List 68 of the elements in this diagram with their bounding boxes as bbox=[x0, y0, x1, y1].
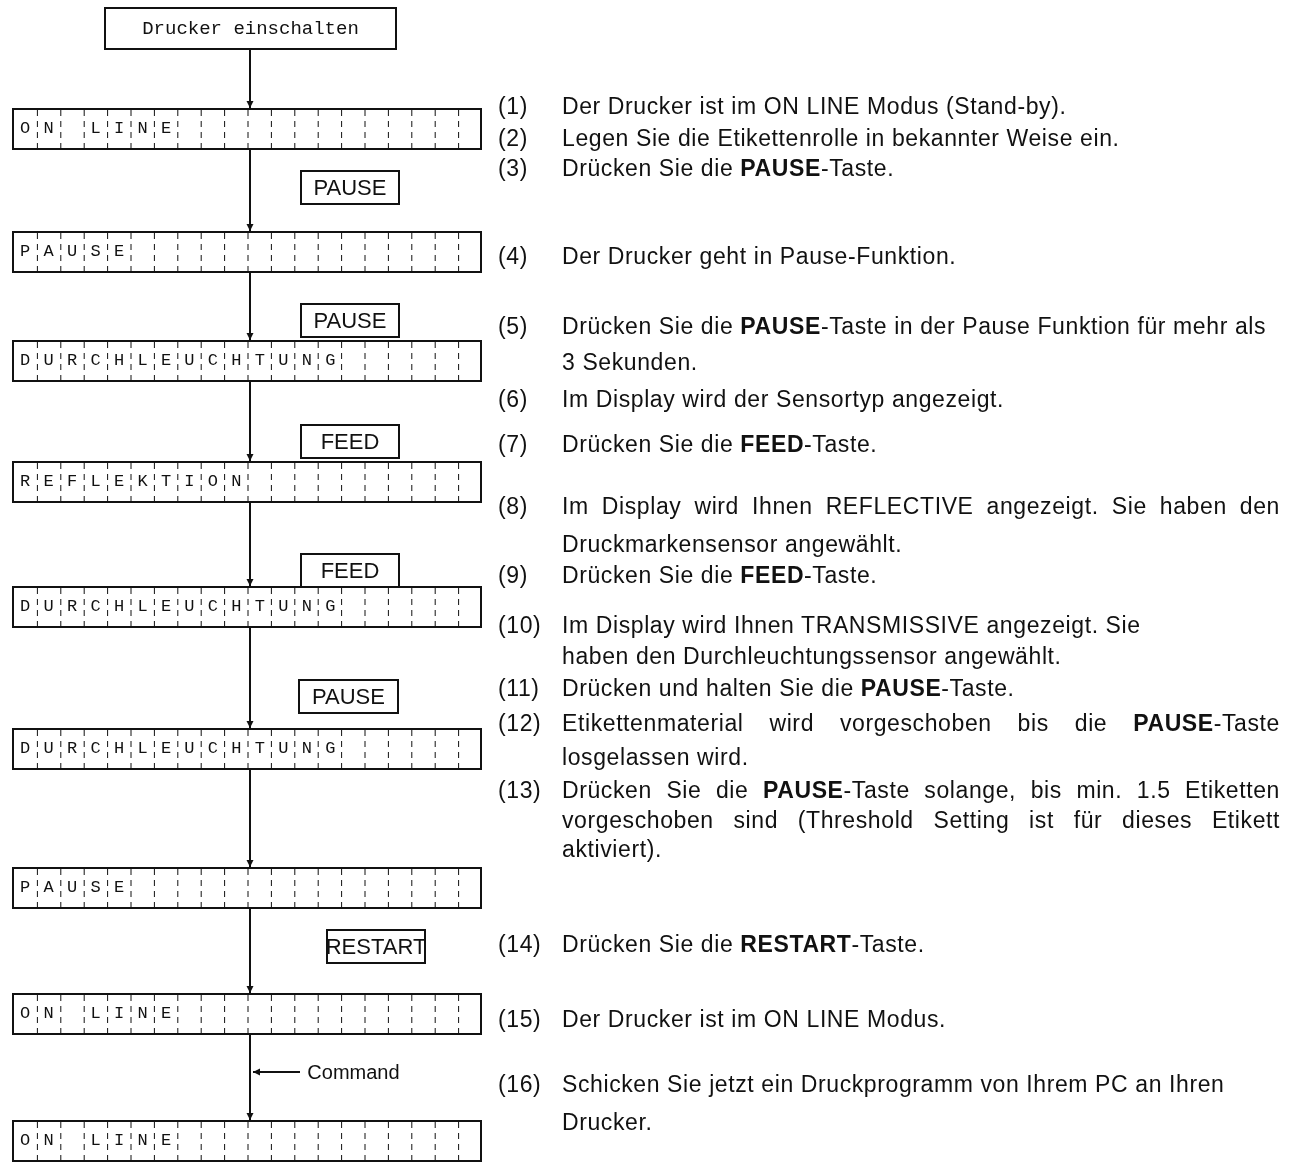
step-text: Drücken Sie die PAUSE-Taste in der Pause Funktion für mehr als 3 Sekunden. bbox=[562, 312, 1268, 377]
display-text: DURCHLEUCHTUNG bbox=[20, 597, 349, 617]
step-text: Etikettenmaterial wird vorgeschoben bis die PAUSE-Taste losgelassen wird. bbox=[562, 709, 1280, 772]
lcd-display bbox=[12, 340, 482, 382]
step-text: Drücken Sie die PAUSE-Taste. bbox=[562, 154, 896, 183]
arrow bbox=[246, 381, 254, 462]
key-button: RESTART bbox=[326, 929, 426, 964]
step-number: (9) bbox=[498, 561, 528, 590]
arrow bbox=[246, 49, 254, 109]
step-number: (1) bbox=[498, 92, 528, 121]
lcd-display bbox=[12, 728, 482, 770]
arrow bbox=[246, 272, 254, 341]
step-number: (2) bbox=[498, 124, 528, 153]
display-text: ON LINE bbox=[20, 1131, 185, 1151]
step-number: (16) bbox=[498, 1070, 542, 1099]
step-number: (14) bbox=[498, 930, 542, 959]
display-text: DURCHLEUCHTUNG bbox=[20, 739, 349, 759]
step-text: Drücken Sie die FEED-Taste. bbox=[562, 430, 879, 459]
arrow bbox=[246, 908, 254, 994]
display-text: PAUSE bbox=[20, 878, 138, 898]
step-number: (6) bbox=[498, 385, 528, 414]
key-button: PAUSE bbox=[298, 679, 399, 714]
key-button: FEED bbox=[300, 424, 400, 459]
step-text: Legen Sie die Etikettenrolle in bekannter Weise ein. bbox=[562, 124, 1121, 153]
lcd-display bbox=[12, 993, 482, 1035]
key-button: PAUSE bbox=[300, 170, 400, 205]
key-button: PAUSE bbox=[300, 303, 400, 338]
step-text: Der Drucker geht in Pause-Funktion. bbox=[562, 242, 958, 271]
step-number: (12) bbox=[498, 709, 542, 738]
step-number: (15) bbox=[498, 1005, 542, 1034]
display-text: ON LINE bbox=[20, 119, 185, 139]
step-text: Im Display wird der Sensortyp angezeigt. bbox=[562, 385, 1006, 414]
step-text: Drücken Sie die FEED-Taste. bbox=[562, 561, 879, 590]
step-text: Schicken Sie jetzt ein Druckprogramm von Ihrem PC an Ihren Drucker. bbox=[562, 1070, 1226, 1137]
arrow bbox=[246, 627, 254, 729]
lcd-display bbox=[12, 461, 482, 503]
step-text: Der Drucker ist im ON LINE Modus (Stand-by). bbox=[562, 92, 1068, 121]
arrow bbox=[246, 769, 254, 868]
step-number: (5) bbox=[498, 312, 528, 341]
step-text: Drücken Sie die RESTART-Taste. bbox=[562, 930, 926, 959]
step-text: Der Drucker ist im ON LINE Modus. bbox=[562, 1005, 948, 1034]
step-text: Drücken Sie die PAUSE-Taste solange, bis min. 1.5 Etiketten vorgeschoben sind (Threshold Setting ist für dieses Etikett aktiviert). bbox=[562, 776, 1280, 864]
lcd-display bbox=[12, 867, 482, 909]
key-button: FEED bbox=[300, 553, 400, 588]
arrow bbox=[252, 1068, 301, 1076]
step-number: (11) bbox=[498, 674, 540, 703]
display-text: PAUSE bbox=[20, 242, 138, 262]
step-number: (7) bbox=[498, 430, 528, 459]
command-label: Command bbox=[296, 1058, 411, 1086]
step-number: (3) bbox=[498, 154, 528, 183]
step-number: (13) bbox=[498, 776, 542, 805]
arrow bbox=[246, 149, 254, 232]
display-text: ON LINE bbox=[20, 1004, 185, 1024]
lcd-display bbox=[12, 231, 482, 273]
process-box: Drucker einschalten bbox=[104, 7, 397, 50]
lcd-display bbox=[12, 1120, 482, 1162]
display-text: REFLEKTION bbox=[20, 472, 255, 492]
lcd-display bbox=[12, 586, 482, 628]
step-text: Im Display wird Ihnen TRANSMISSIVE angezeigt. Sie haben den Durchleuchtungssensor angewählt. bbox=[562, 611, 1142, 671]
step-text: Drücken und halten Sie die PAUSE-Taste. bbox=[562, 674, 1016, 703]
step-number: (8) bbox=[498, 492, 528, 521]
step-text: Im Display wird Ihnen REFLECTIVE angezeigt. Sie haben den Druckmarkensensor angewählt. bbox=[562, 492, 1280, 559]
lcd-display bbox=[12, 108, 482, 150]
arrow bbox=[246, 1034, 254, 1121]
step-number: (4) bbox=[498, 242, 528, 271]
step-number: (10) bbox=[498, 611, 542, 640]
arrow bbox=[246, 502, 254, 587]
display-text: DURCHLEUCHTUNG bbox=[20, 351, 349, 371]
